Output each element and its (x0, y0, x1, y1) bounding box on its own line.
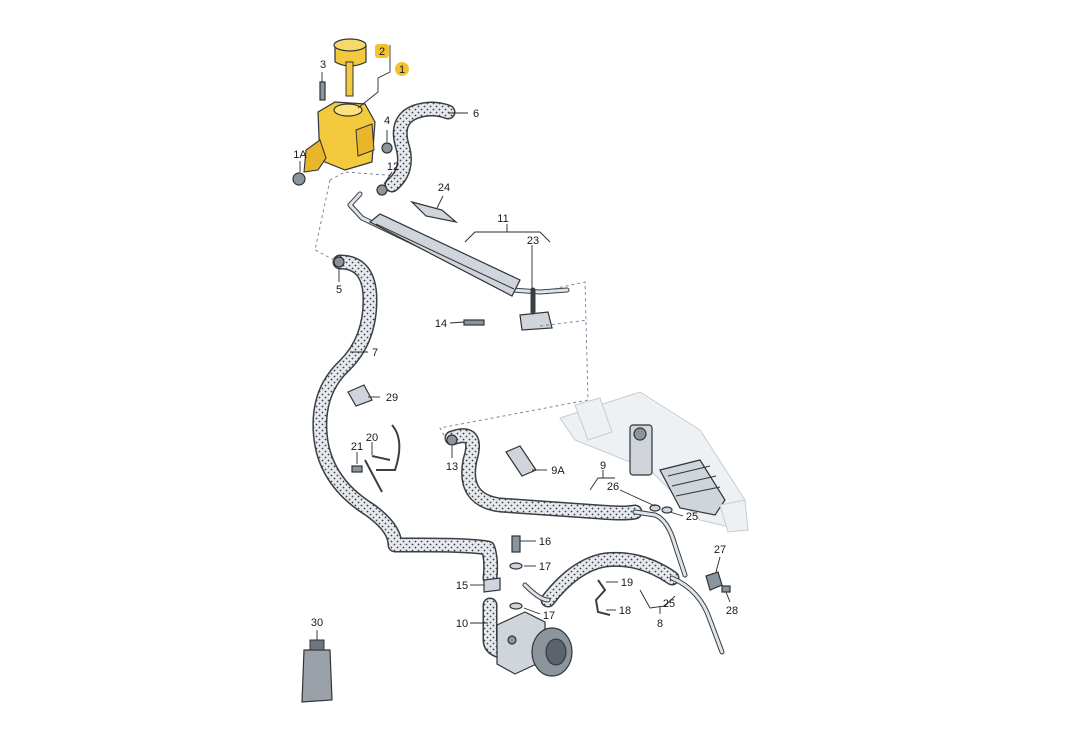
callout-25-lower[interactable]: 25 (663, 598, 675, 610)
callout-12[interactable]: 12 (387, 161, 399, 173)
callout-1[interactable]: 1 (399, 64, 405, 76)
callout-8[interactable]: 8 (657, 618, 663, 630)
oil-cooler (347, 191, 570, 297)
reservoir-cap (333, 38, 367, 97)
callout-13[interactable]: 13 (446, 461, 458, 473)
power-steering-pump (482, 597, 573, 677)
callout-17-lower[interactable]: 17 (543, 610, 555, 622)
callout-27[interactable]: 27 (714, 544, 726, 556)
steering-rack-ghost (559, 391, 749, 533)
callout-16[interactable]: 16 (539, 536, 551, 548)
callout-24[interactable]: 24 (438, 182, 450, 194)
connection-lines (314, 171, 589, 443)
callout-25-upper[interactable]: 25 (686, 511, 698, 523)
callout-23[interactable]: 23 (527, 235, 539, 247)
callout-18[interactable]: 18 (619, 605, 631, 617)
callout-19[interactable]: 19 (621, 577, 633, 589)
callout-7[interactable]: 7 (372, 347, 378, 359)
callout-labels: 2 1 3 1A 4 6 12 24 11 23 5 14 7 29 20 21… (293, 46, 738, 630)
highlight-badges (375, 44, 409, 76)
callout-14[interactable]: 14 (435, 318, 447, 330)
callout-9[interactable]: 9 (600, 460, 606, 472)
small-parts (292, 81, 731, 703)
callout-21[interactable]: 21 (351, 441, 363, 453)
callout-17-upper[interactable]: 17 (539, 561, 551, 573)
callout-2[interactable]: 2 (379, 46, 385, 58)
callout-26[interactable]: 26 (607, 481, 619, 493)
callout-5[interactable]: 5 (336, 284, 342, 296)
suction-hose-7 (312, 254, 499, 586)
return-hose-6 (384, 101, 456, 193)
callout-9A[interactable]: 9A (551, 465, 565, 477)
callout-3[interactable]: 3 (320, 59, 326, 71)
callout-6[interactable]: 6 (473, 108, 479, 120)
pressure-hose-8 (522, 551, 725, 655)
callout-4[interactable]: 4 (384, 115, 390, 127)
leader-lines (299, 45, 731, 640)
fluid-reservoir (303, 101, 376, 173)
callout-11[interactable]: 11 (497, 213, 508, 225)
callout-10[interactable]: 10 (456, 618, 468, 630)
callout-1A[interactable]: 1A (293, 149, 307, 161)
badge-2-bg (375, 44, 389, 58)
callout-28[interactable]: 28 (726, 605, 738, 617)
callout-20[interactable]: 20 (366, 432, 378, 444)
pressure-hose-9 (444, 428, 688, 578)
callout-30[interactable]: 30 (311, 617, 323, 629)
callout-29[interactable]: 29 (386, 392, 398, 404)
badge-1-bg (395, 62, 409, 76)
callout-15[interactable]: 15 (456, 580, 468, 592)
